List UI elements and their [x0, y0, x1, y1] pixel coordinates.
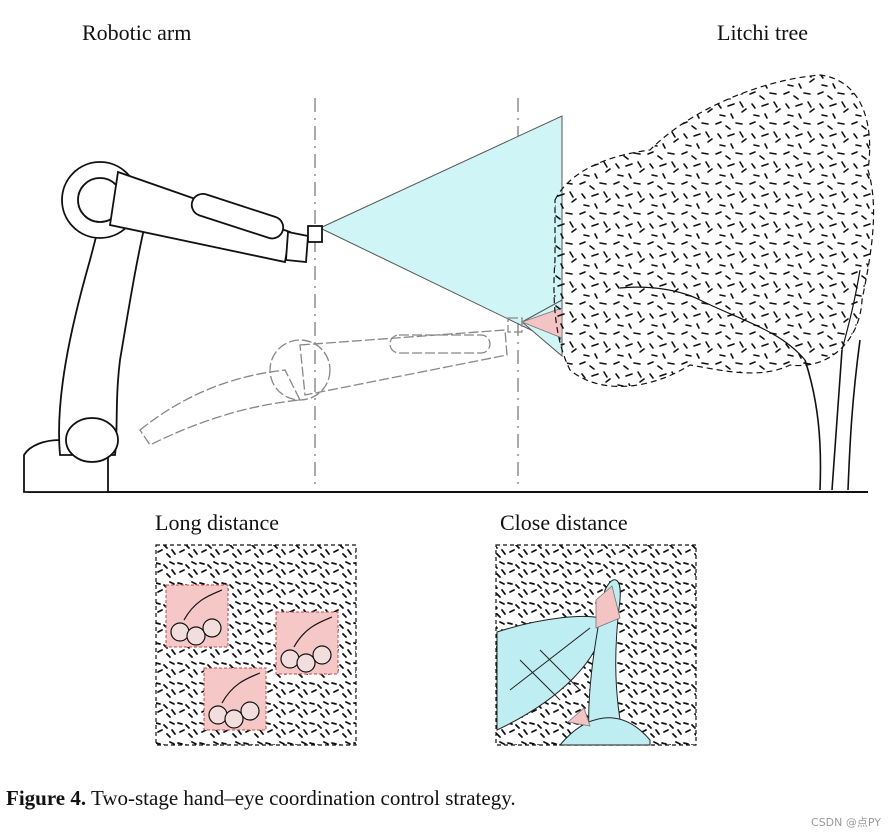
arm-ghost-lower-link [139, 369, 302, 446]
long-distance-label: Long distance [155, 510, 280, 535]
camera-upper [307, 225, 323, 243]
figure-number: Figure 4. [6, 786, 87, 810]
robotic-arm-label: Robotic arm [82, 20, 192, 45]
litchi-tree [553, 74, 875, 491]
tree-branches [619, 269, 861, 361]
litchi-fruit-cluster-3 [208, 672, 261, 729]
arm-ghost-elbow [269, 339, 331, 401]
robotic-arm-upper [23, 161, 323, 493]
camera-lower [507, 317, 523, 333]
litchi-fruit-cluster-1 [170, 589, 223, 646]
arm-upper-slot [190, 192, 285, 240]
close-distance-label: Close distance [500, 510, 628, 535]
watermark: CSDN @点PY [811, 816, 881, 829]
close-distance-targets [567, 585, 621, 727]
litchi-tree-label: Litchi tree [717, 20, 809, 45]
arm-ghost-slot [389, 334, 491, 354]
arm-wrist [285, 230, 309, 263]
litchi-fruit-cluster-2 [280, 616, 333, 673]
leaf-stem [588, 579, 626, 746]
arm-base-joint [65, 417, 119, 463]
arm-ghost-upper-link [299, 329, 508, 396]
tree-canopy [553, 74, 875, 387]
robotic-arm-lower [139, 317, 523, 446]
figure-caption-text: Two-stage hand–eye coordination control … [90, 786, 516, 810]
litchi-detection-boxes [165, 584, 339, 731]
figure-caption: Figure 4. Two-stage hand–eye coordinatio… [6, 786, 516, 811]
tree-trunk [804, 339, 861, 491]
camera-view-cone-far [318, 115, 563, 346]
leaf-lower [558, 717, 651, 746]
